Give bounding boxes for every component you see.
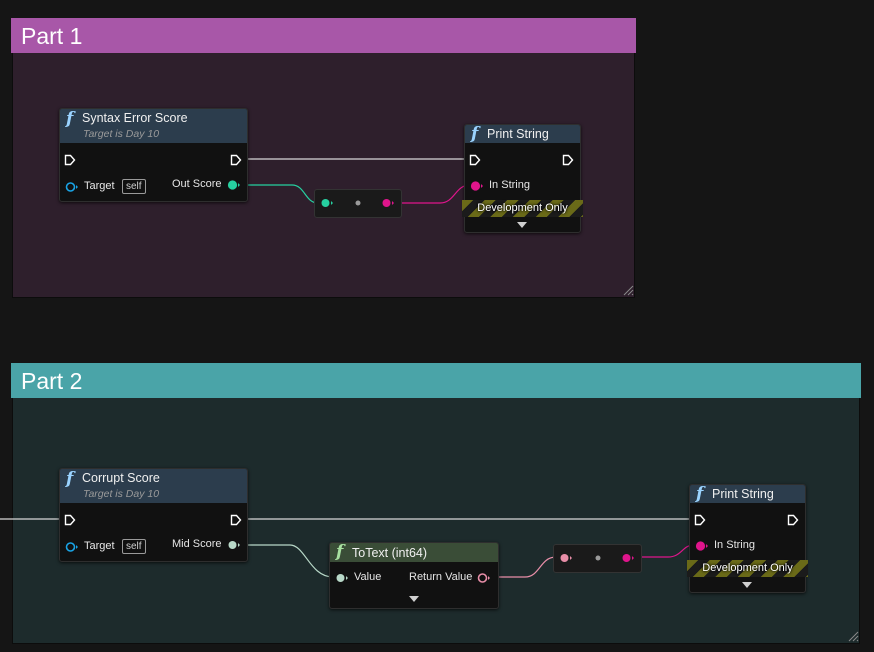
dot-icon: [595, 555, 601, 561]
int-wire: [238, 184, 320, 204]
return-value-pin-icon[interactable]: [477, 572, 491, 584]
syntax-error-score-node[interactable]: f Syntax Error Score Target is Day 10 Ta…: [59, 108, 248, 202]
return-value-pin-label: Return Value: [409, 571, 473, 583]
self-default-value[interactable]: self: [122, 179, 146, 194]
node-title: Corrupt Score: [82, 471, 160, 485]
node-title: Print String: [712, 487, 774, 501]
comment-header[interactable]: Part 1: [11, 18, 636, 53]
node-title: ToText (int64): [352, 546, 428, 560]
function-f-icon: f: [336, 542, 344, 562]
exec-out-pin-icon[interactable]: [562, 154, 574, 166]
resize-grip-icon[interactable]: [622, 284, 634, 296]
print-string-node[interactable]: f Print String In String Development Onl…: [462, 124, 583, 233]
node-header[interactable]: [330, 543, 498, 562]
node-subtitle: Target is Day 10: [83, 128, 160, 140]
target-pin-label: Target: [84, 180, 115, 192]
self-default-value[interactable]: self: [122, 539, 146, 554]
development-only-banner: Development Only: [462, 200, 583, 217]
in-string-pin-label: In String: [489, 179, 530, 191]
node-title: Syntax Error Score: [82, 111, 188, 125]
int-wire: [240, 544, 334, 578]
in-string-pin-icon[interactable]: [470, 180, 484, 192]
resize-grip-icon[interactable]: [847, 630, 859, 642]
in-string-pin-icon[interactable]: [695, 540, 709, 552]
conversion-node[interactable]: [553, 544, 642, 573]
function-f-icon: f: [66, 109, 74, 129]
comment-title: Part 1: [21, 23, 83, 49]
expand-arrow-icon[interactable]: [742, 582, 752, 588]
node-subtitle: Target is Day 10: [83, 488, 160, 500]
exec-in-pin-icon[interactable]: [64, 514, 76, 526]
development-only-label: Development Only: [702, 562, 793, 574]
target-pin-label: Target: [84, 540, 115, 552]
node-header[interactable]: [465, 125, 580, 143]
development-only-banner: Development Only: [687, 560, 808, 577]
text-wire: [490, 556, 557, 578]
comment-header[interactable]: Part 2: [11, 363, 861, 398]
out-score-pin-icon[interactable]: [227, 179, 241, 191]
string-wire: [634, 544, 695, 558]
conversion-node[interactable]: [314, 189, 402, 218]
corrupt-score-node[interactable]: f Corrupt Score Target is Day 10 Target …: [59, 468, 248, 562]
target-pin-icon[interactable]: [65, 541, 79, 553]
expand-arrow-icon[interactable]: [517, 222, 527, 228]
in-string-pin-label: In String: [714, 539, 755, 551]
target-pin-icon[interactable]: [65, 181, 79, 193]
to-text-int64-node[interactable]: f ToText (int64) Value Return Value: [329, 542, 499, 609]
development-only-label: Development Only: [477, 202, 568, 214]
exec-out-pin-icon[interactable]: [787, 514, 799, 526]
node-header[interactable]: [60, 469, 247, 503]
string-out-pin-icon[interactable]: [621, 552, 635, 564]
dot-icon: [355, 200, 361, 206]
value-pin-icon[interactable]: [335, 572, 349, 584]
function-f-icon: f: [66, 469, 74, 489]
text-in-pin-icon[interactable]: [559, 552, 573, 564]
expand-arrow-icon[interactable]: [409, 596, 419, 602]
out-score-pin-label: Out Score: [172, 178, 222, 190]
exec-out-pin-icon[interactable]: [230, 154, 242, 166]
node-title: Print String: [487, 127, 549, 141]
node-header[interactable]: [690, 485, 805, 503]
exec-in-pin-icon[interactable]: [469, 154, 481, 166]
exec-in-pin-icon[interactable]: [694, 514, 706, 526]
exec-out-pin-icon[interactable]: [230, 514, 242, 526]
mid-score-pin-label: Mid Score: [172, 538, 222, 550]
function-f-icon: f: [471, 124, 479, 144]
function-f-icon: f: [696, 484, 704, 504]
comment-title: Part 2: [21, 368, 83, 394]
value-pin-label: Value: [354, 571, 382, 583]
node-header[interactable]: [60, 109, 247, 143]
int-in-pin-icon[interactable]: [320, 197, 334, 209]
print-string-node[interactable]: f Print String In String Development Onl…: [687, 484, 808, 593]
exec-in-pin-icon[interactable]: [64, 154, 76, 166]
mid-score-pin-icon[interactable]: [227, 539, 241, 551]
string-out-pin-icon[interactable]: [381, 197, 395, 209]
string-wire: [393, 184, 471, 204]
